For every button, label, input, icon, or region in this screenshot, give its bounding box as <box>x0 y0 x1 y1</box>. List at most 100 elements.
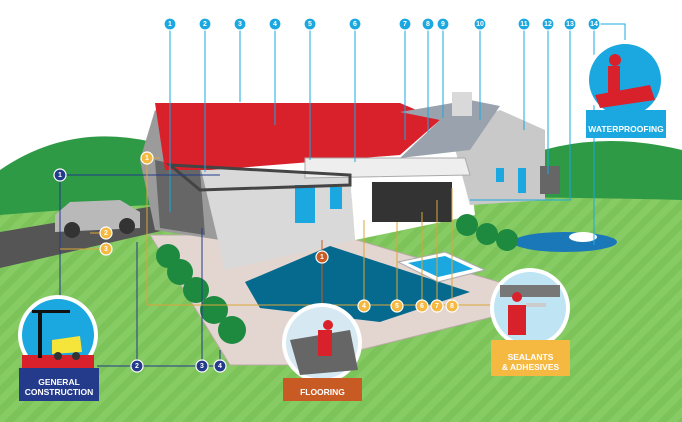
red-roof <box>155 103 440 170</box>
waterproofing-label[interactable]: WATERPROOFING <box>586 110 666 138</box>
general-construction-badge-icon[interactable] <box>18 295 98 375</box>
marker-number: 10 <box>476 21 484 28</box>
waterproofing-marker[interactable]: 1 <box>163 17 177 31</box>
waterproofing-marker[interactable]: 14 <box>587 17 601 31</box>
sealants-marker[interactable]: 1 <box>140 151 154 165</box>
marker-circle <box>303 17 317 31</box>
marker-number: 3 <box>104 246 108 253</box>
marker-circle <box>390 299 404 313</box>
marker-number: 4 <box>362 303 366 310</box>
marker-circle <box>140 151 154 165</box>
sealants-marker[interactable]: 8 <box>445 299 459 313</box>
marker-number: 8 <box>450 303 454 310</box>
marker-number: 12 <box>544 21 552 28</box>
marker-number: 3 <box>200 363 204 370</box>
marker-circle <box>198 17 212 31</box>
sealants-marker[interactable]: 7 <box>430 299 444 313</box>
house-wall <box>200 165 355 270</box>
sealants-marker[interactable]: 6 <box>415 299 429 313</box>
pool <box>245 246 470 322</box>
marker-number: 2 <box>135 363 139 370</box>
general-construction-marker[interactable]: 4 <box>213 359 227 373</box>
marker-circle <box>430 299 444 313</box>
marker-circle <box>99 226 113 240</box>
waterproofing-marker[interactable]: 12 <box>541 17 555 31</box>
marker-number: 3 <box>238 21 242 28</box>
waterproofing-badge-icon[interactable] <box>585 40 665 120</box>
marker-number: 5 <box>395 303 399 310</box>
marker-circle <box>268 17 282 31</box>
marker-circle <box>53 168 67 182</box>
waterproofing-marker[interactable]: 13 <box>563 17 577 31</box>
marker-circle <box>213 359 227 373</box>
sealants-leaders <box>60 157 490 306</box>
marker-number: 4 <box>218 363 222 370</box>
marker-circle <box>473 17 487 31</box>
marker-number: 13 <box>566 21 574 28</box>
marker-circle <box>348 17 362 31</box>
marker-number: 6 <box>353 21 357 28</box>
marker-circle <box>587 17 601 31</box>
waterproofing-marker[interactable]: 7 <box>398 17 412 31</box>
sealants-marker[interactable]: 4 <box>357 299 371 313</box>
general-construction-marker[interactable]: 1 <box>53 168 67 182</box>
marker-circle <box>563 17 577 31</box>
marker-number: 2 <box>104 230 108 237</box>
car <box>55 200 140 238</box>
marker-circle <box>517 17 531 31</box>
sealants-marker[interactable]: 3 <box>99 242 113 256</box>
general-construction-label[interactable]: GENERAL CONSTRUCTION <box>19 368 99 401</box>
general-construction-marker[interactable]: 3 <box>195 359 209 373</box>
flooring-badge-icon[interactable] <box>282 303 362 383</box>
marker-circle <box>195 359 209 373</box>
waterproofing-marker[interactable]: 5 <box>303 17 317 31</box>
waterproofing-marker[interactable]: 4 <box>268 17 282 31</box>
sealants-marker[interactable]: 2 <box>99 226 113 240</box>
flooring-label[interactable]: FLOORING <box>283 378 362 401</box>
waterproofing-marker[interactable]: 3 <box>233 17 247 31</box>
marker-circle <box>415 299 429 313</box>
window <box>372 182 452 222</box>
waterproofing-marker[interactable]: 8 <box>421 17 435 31</box>
marker-number: 7 <box>403 21 407 28</box>
marker-circle <box>398 17 412 31</box>
road <box>0 205 200 268</box>
flooring-marker[interactable]: 1 <box>315 250 329 264</box>
marker-circle <box>541 17 555 31</box>
marker-number: 7 <box>435 303 439 310</box>
marker-circle <box>130 359 144 373</box>
marker-circle <box>163 17 177 31</box>
pergola <box>165 163 352 192</box>
garage <box>155 160 205 235</box>
marker-number: 2 <box>203 21 207 28</box>
marker-circle <box>315 250 329 264</box>
marker-number: 8 <box>426 21 430 28</box>
marker-number: 1 <box>145 155 149 162</box>
sealants-badge-icon[interactable] <box>490 268 570 348</box>
marker-number: 6 <box>420 303 424 310</box>
marker-number: 5 <box>308 21 312 28</box>
marker-number: 1 <box>58 172 62 179</box>
marker-number: 9 <box>441 21 445 28</box>
general-construction-leaders <box>59 174 221 367</box>
sealants-label[interactable]: SEALANTS & ADHESIVES <box>491 340 570 376</box>
marker-number: 4 <box>273 21 277 28</box>
general-construction-marker[interactable]: 2 <box>130 359 144 373</box>
waterproofing-marker[interactable]: 11 <box>517 17 531 31</box>
waterproofing-marker[interactable]: 9 <box>436 17 450 31</box>
pond <box>513 232 617 252</box>
marker-circle <box>436 17 450 31</box>
tank <box>540 166 560 194</box>
metal-roof <box>400 100 500 158</box>
waterproofing-marker[interactable]: 2 <box>198 17 212 31</box>
marker-circle <box>99 242 113 256</box>
waterproofing-marker[interactable]: 6 <box>348 17 362 31</box>
marker-number: 11 <box>520 21 528 28</box>
chimney <box>452 92 472 116</box>
waterproofing-marker[interactable]: 10 <box>473 17 487 31</box>
marker-number: 14 <box>590 21 598 28</box>
sealants-marker[interactable]: 5 <box>390 299 404 313</box>
marker-number: 1 <box>320 254 324 261</box>
marker-circle <box>445 299 459 313</box>
